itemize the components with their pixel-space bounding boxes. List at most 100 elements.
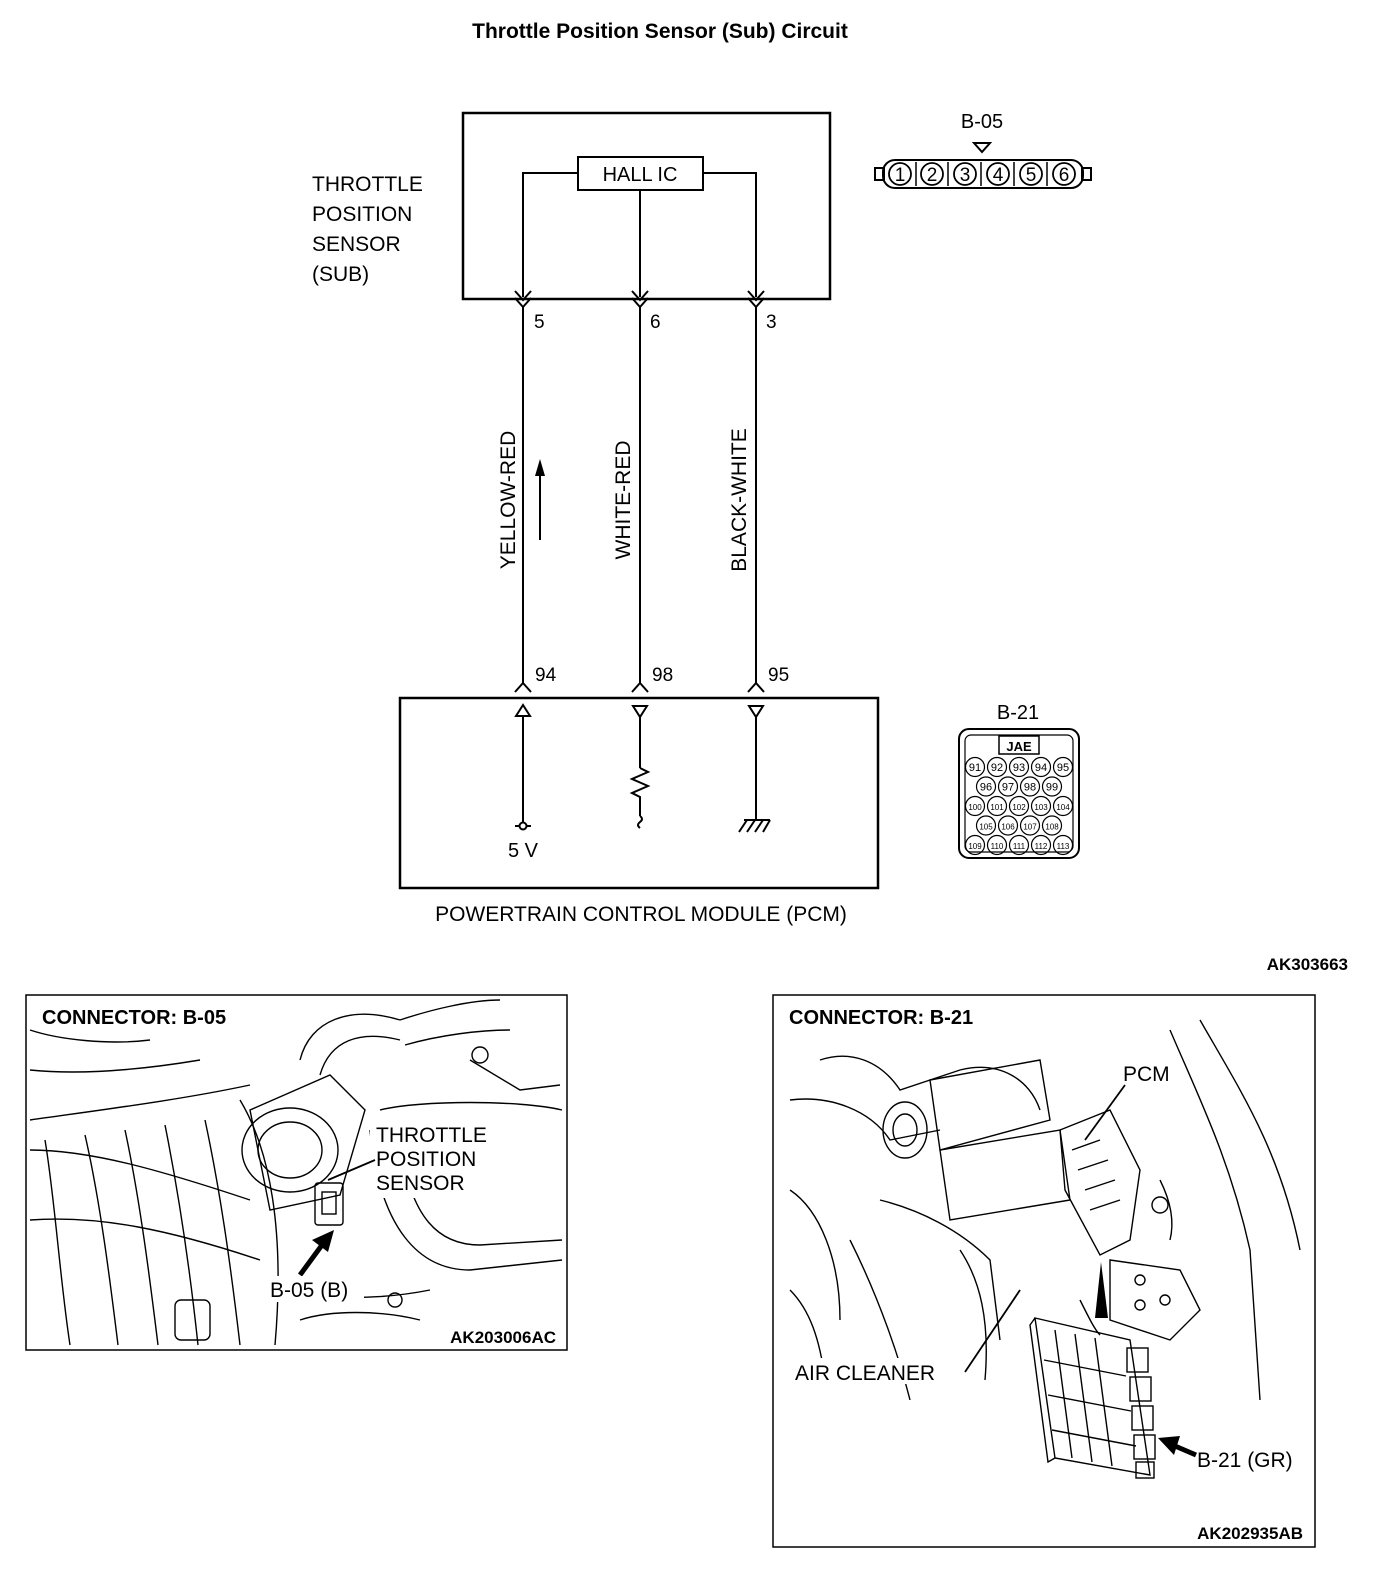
b21-pin <box>1019 776 1041 797</box>
b21-pin-label: 95 <box>1057 762 1069 774</box>
b21-pin <box>986 795 1008 817</box>
connector-b21-face: B-21 JAE 91 92 93 94 95 96 97 98 99 100 101 102 103 1… <box>958 702 1080 859</box>
b21-pin-label: 105 <box>979 823 993 832</box>
b05-pin-2 <box>920 162 944 186</box>
b21-pin-label: 107 <box>1023 823 1037 832</box>
b21-pin-label: 98 <box>1024 782 1036 794</box>
sensor-box <box>461 111 832 301</box>
b21-pin-label: 94 <box>1035 762 1047 774</box>
b21-pin-label: 102 <box>1012 803 1026 812</box>
b21-pin <box>1041 815 1063 836</box>
b21-pin-label: 101 <box>990 803 1004 812</box>
connector-maker-label: JAE <box>1006 739 1032 754</box>
pin-number-95: 95 <box>768 665 789 686</box>
b21-pin <box>1030 795 1052 817</box>
wire-color-label-1: YELLOW-RED <box>497 431 520 569</box>
b21-pin <box>1030 834 1052 856</box>
supply-terminal-icon <box>518 821 528 831</box>
pin-number-5: 5 <box>534 312 545 333</box>
photo-left-label-line3: SENSOR <box>376 1172 465 1195</box>
b21-pin <box>964 834 986 856</box>
b21-pin <box>986 756 1008 778</box>
b21-pin <box>1052 834 1074 856</box>
connector-b21-id: B-21 <box>997 702 1039 724</box>
b21-pin <box>1008 756 1030 778</box>
b21-pin-label: 99 <box>1046 782 1058 794</box>
hall-ic-label: HALL IC <box>603 164 678 186</box>
sensor-label-line3: SENSOR <box>312 233 401 256</box>
page-title: Throttle Position Sensor (Sub) Circuit <box>472 20 848 43</box>
supply-voltage-label: 5 V <box>508 840 539 862</box>
b21-pin-label: 100 <box>968 803 982 812</box>
b21-pin <box>1052 795 1074 817</box>
photo-left-label-line2: POSITION <box>376 1148 476 1171</box>
b21-pin-label: 92 <box>991 762 1003 774</box>
pcm-box <box>398 696 880 890</box>
b21-pin-label: 109 <box>968 842 982 851</box>
wire-harness <box>522 307 757 683</box>
b05-pin-label-3: 3 <box>960 165 971 186</box>
pin-number-94: 94 <box>535 665 557 686</box>
b21-pin-label: 104 <box>1056 803 1070 812</box>
b21-pin-label: 113 <box>1057 842 1070 851</box>
b05-pin-5 <box>1019 162 1043 186</box>
b21-pin <box>1019 815 1041 836</box>
b05-pin-label-6: 6 <box>1059 165 1070 186</box>
connector-b05-face: B-05 1 2 3 4 5 6 <box>874 111 1092 189</box>
b21-pin <box>986 834 1008 856</box>
b21-pin-label: 110 <box>991 842 1004 851</box>
b05-pin-label-4: 4 <box>993 165 1004 186</box>
b21-pin-label: 91 <box>969 762 981 774</box>
b21-pin <box>997 815 1019 836</box>
photo-left-code: AK203006AC <box>450 1328 556 1347</box>
pcm-label: POWERTRAIN CONTROL MODULE (PCM) <box>435 903 847 926</box>
b05-pin-3 <box>953 162 977 186</box>
b21-pin <box>975 776 997 797</box>
b21-pin <box>1008 834 1030 856</box>
b21-pin <box>975 815 997 836</box>
b21-pin-label: 103 <box>1034 803 1048 812</box>
b21-pin-label: 93 <box>1013 762 1025 774</box>
connector-b21-callout-arrow <box>1158 1436 1197 1458</box>
b21-pin <box>1030 756 1052 778</box>
engine-bay-illustration-b21 <box>789 1019 1301 1479</box>
connector-callout-arrow <box>297 1230 334 1277</box>
wire-color-label-3: BLACK-WHITE <box>728 428 751 572</box>
ground-icon <box>738 819 771 833</box>
b21-pin <box>964 756 986 778</box>
connector-b05-id: B-05 <box>961 111 1003 133</box>
photo-panel-b21: CONNECTOR: B-21 PCM AIR CLEANER B-21 (GR… <box>772 994 1316 1548</box>
b05-pin-1 <box>888 162 912 186</box>
b21-pin <box>1041 776 1063 797</box>
photo-right-code: AK202935AB <box>1197 1524 1303 1543</box>
b21-pin-label: 106 <box>1001 823 1015 832</box>
b21-pin <box>964 795 986 817</box>
pin-number-98: 98 <box>652 665 673 686</box>
b21-pin <box>1052 756 1074 778</box>
resistor-icon <box>629 767 651 816</box>
b21-pin-label: 111 <box>1013 842 1026 851</box>
photo-right-pcm-label: PCM <box>1123 1063 1170 1086</box>
photo-right-air-cleaner-label: AIR CLEANER <box>795 1362 935 1385</box>
b21-pin-label: 108 <box>1045 823 1059 832</box>
sensor-label-line2: POSITION <box>312 203 412 226</box>
b21-pin <box>997 776 1019 797</box>
b21-pin-grid: 91 92 93 94 95 96 97 98 99 100 101 102 103 104 105 106 1… <box>964 756 1074 856</box>
photo-left-callout: B-05 (B) <box>270 1279 348 1302</box>
pcm-leader-line <box>1084 1084 1126 1141</box>
diagram-code: AK303663 <box>1267 955 1348 974</box>
b05-pin-label-1: 1 <box>895 165 906 186</box>
b21-pin-label: 96 <box>980 782 992 794</box>
b21-pin-label: 97 <box>1002 782 1014 794</box>
b05-pin-6 <box>1052 162 1076 186</box>
b05-pin-4 <box>986 162 1010 186</box>
pin-number-3: 3 <box>766 312 777 333</box>
b05-pin-label-2: 2 <box>927 165 938 186</box>
sensor-label-line4: (SUB) <box>312 263 369 286</box>
photo-left-label-line1: THROTTLE <box>376 1124 487 1147</box>
photo-right-callout: B-21 (GR) <box>1197 1449 1293 1472</box>
photo-left-title: CONNECTOR: B-05 <box>42 1007 226 1029</box>
pin-number-6: 6 <box>650 312 661 333</box>
air-cleaner-leader-line <box>964 1289 1021 1373</box>
